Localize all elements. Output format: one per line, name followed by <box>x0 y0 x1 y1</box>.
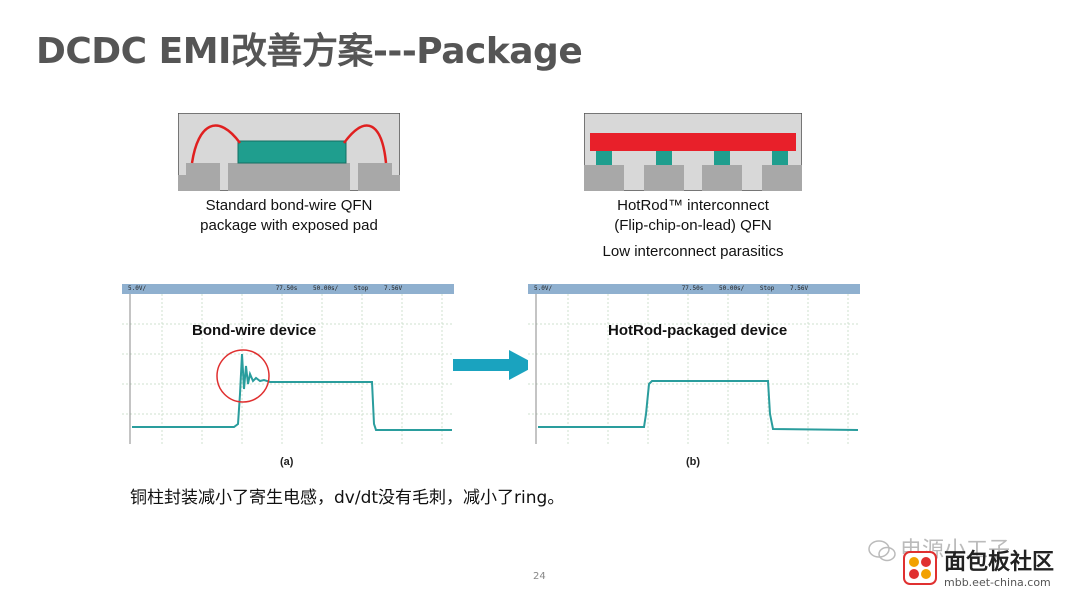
page-title: DCDC EMI改善方案---Package <box>36 31 583 72</box>
scope-b-sublabel: (b) <box>686 456 701 468</box>
ringing-highlight-circle <box>216 349 270 403</box>
scope-a-header-timebase: 50.00s/ <box>313 285 339 292</box>
brand-name: 面包板社区 <box>944 550 1055 575</box>
scope-b-label: HotRod-packaged device <box>608 322 788 339</box>
scope-b-header-trigger: 7.56V <box>790 285 809 292</box>
scope-b-header-timebase: 50.00s/ <box>719 285 745 292</box>
brand-domain: mbb.eet-china.com <box>944 576 1051 589</box>
right-package-caption: HotRod™ interconnect (Flip-chip-on-lead)… <box>560 196 826 262</box>
hotrod-trace <box>538 380 859 431</box>
left-package-caption: Standard bond-wire QFN package with expo… <box>178 196 400 236</box>
scope-b-header-offset: 77.50s <box>681 285 704 292</box>
scope-b-waveform: 5.0V/ 77.50s 50.00s/ Stop 7.56V HotRod-p… <box>528 284 860 444</box>
scope-a-header-status: Stop <box>353 285 369 292</box>
scope-a-header: 5.0V/ 77.50s 50.00s/ Stop 7.56V <box>122 284 454 294</box>
scope-a-waveform: 5.0V/ 77.50s 50.00s/ Stop 7.56V Bond-wir… <box>122 284 454 444</box>
bond-wire-package-diagram <box>177 112 401 192</box>
page-number: 24 <box>533 571 546 582</box>
scope-a-header-offset: 77.50s <box>275 285 298 292</box>
hotrod-package-diagram <box>583 112 803 192</box>
slide-note: 铜柱封装减小了寄生电感，dv/dt没有毛刺，减小了ring。 <box>130 488 565 508</box>
mbb-logo-icon <box>902 550 938 586</box>
scope-b-header-status: Stop <box>759 285 775 292</box>
scope-a-sublabel: (a) <box>280 456 294 468</box>
scope-a-label: Bond-wire device <box>192 322 317 339</box>
right-caption-line2: (Flip-chip-on-lead) QFN <box>614 217 772 234</box>
right-caption-line3: Low interconnect parasitics <box>602 243 784 260</box>
left-caption-line1: Standard bond-wire QFN <box>205 197 373 214</box>
scope-b-header-volts: 5.0V/ <box>534 285 553 292</box>
arrow-right-icon <box>453 350 537 380</box>
scope-a-header-volts: 5.0V/ <box>128 285 147 292</box>
wechat-icon <box>868 540 896 566</box>
scope-b-header: 5.0V/ 77.50s 50.00s/ Stop 7.56V <box>528 284 860 294</box>
scope-a-header-trigger: 7.56V <box>384 285 403 292</box>
left-caption-line2: package with exposed pad <box>200 217 378 234</box>
bond-wire-trace <box>132 353 452 431</box>
right-caption-line1: HotRod™ interconnect <box>617 197 769 214</box>
